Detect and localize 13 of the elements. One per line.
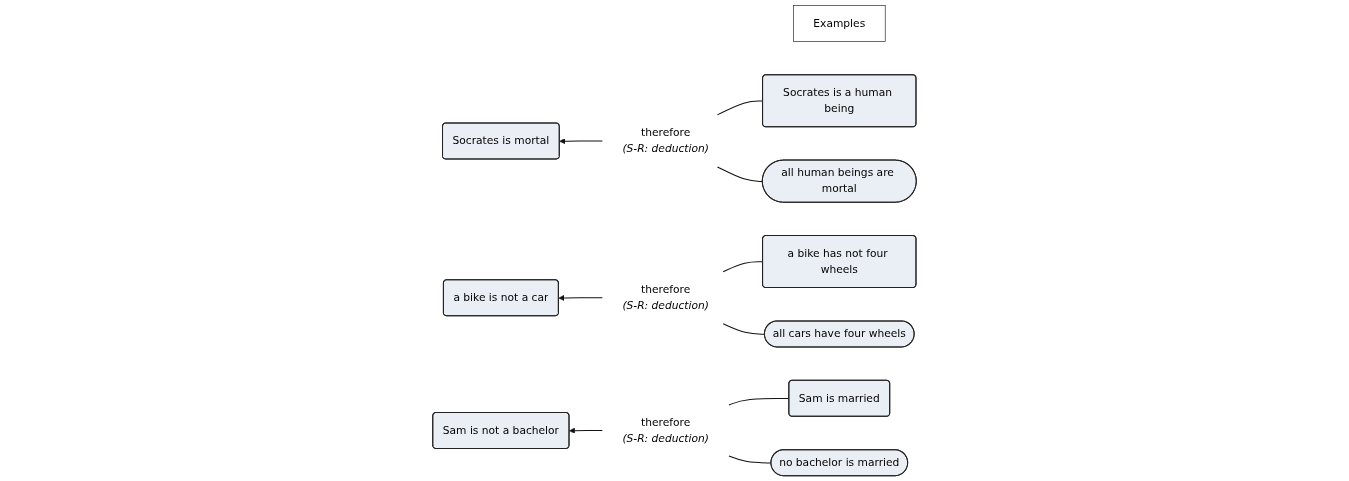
node-box: Examples bbox=[793, 5, 886, 42]
connector bbox=[722, 323, 766, 335]
connector bbox=[728, 398, 790, 406]
connector bbox=[728, 455, 772, 464]
arrow bbox=[559, 138, 603, 145]
node-text: therefore (S-R: deduction) bbox=[622, 415, 709, 445]
arrow bbox=[558, 295, 603, 301]
arrow bbox=[569, 427, 603, 434]
connector bbox=[716, 166, 764, 182]
node-text: therefore (S-R: deduction) bbox=[622, 283, 709, 312]
node-text: therefore (S-R: deduction) bbox=[622, 126, 709, 155]
connector bbox=[722, 261, 764, 273]
connector bbox=[716, 100, 764, 116]
